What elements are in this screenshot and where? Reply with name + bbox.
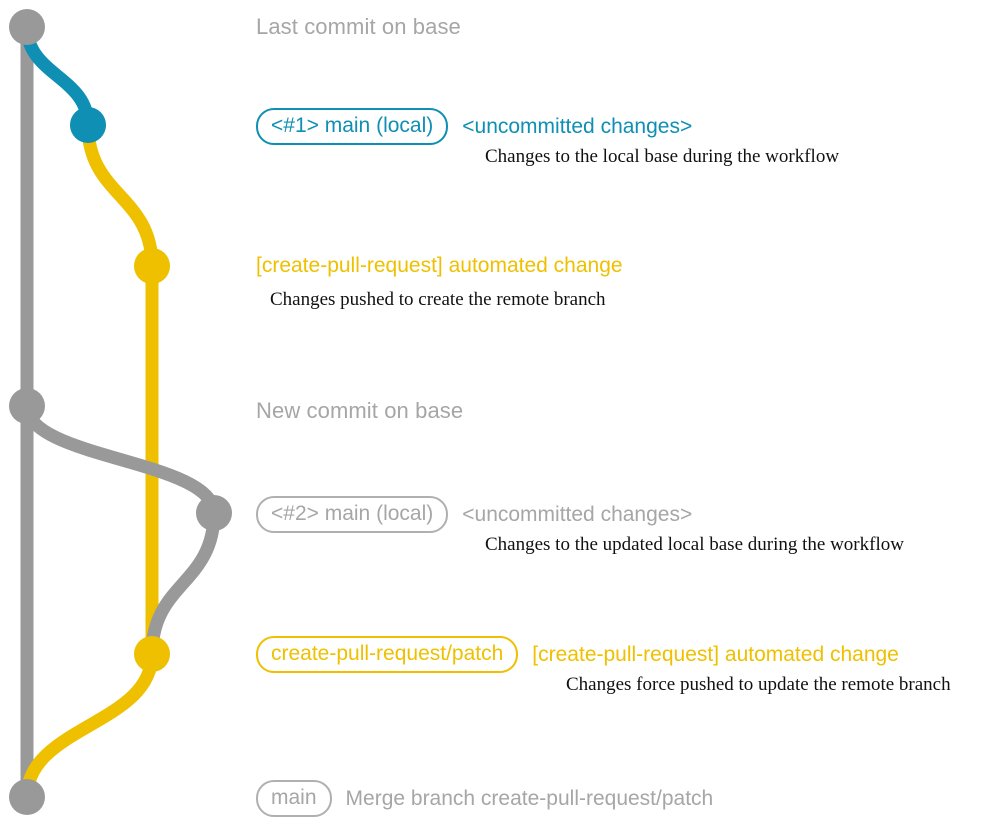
commit-note-local-uncommitted-2: Changes to the updated local base during… — [485, 534, 904, 555]
heading-text: Last commit on base — [256, 14, 461, 39]
heading-text: New commit on base — [256, 398, 464, 423]
commit-note-automated-change-create: Changes pushed to create the remote bran… — [270, 289, 606, 310]
commit-subject-automated-change-create: [create-pull-request] automated change — [256, 254, 623, 277]
ref-badge-automated-change-update[interactable]: create-pull-request/patch — [256, 636, 519, 673]
commit-subject-automated-change-update: [create-pull-request] automated change — [532, 642, 899, 666]
graph-edge-base-2-to-local-2 — [20, 399, 221, 520]
commit-note-local-uncommitted-1: Changes to the local base during the wor… — [485, 146, 840, 167]
ref-badge-local-uncommitted-1[interactable]: <#1> main (local) — [256, 108, 449, 145]
commit-heading-last-commit-on-base: Last commit on base — [256, 14, 461, 40]
commit-node-new-commit-on-base[interactable] — [9, 388, 45, 424]
commit-subject-local-uncommitted-1: <uncommitted changes> — [462, 114, 693, 138]
commit-row-merge-branch: main Merge branch create-pull-request/pat… — [256, 780, 713, 817]
commit-node-merge-branch[interactable] — [9, 779, 45, 815]
commit-node-local-uncommitted-2[interactable] — [196, 495, 232, 531]
commit-node-last-commit-on-base[interactable] — [9, 9, 45, 45]
commit-note-automated-change-update: Changes force pushed to update the remot… — [566, 674, 951, 695]
commit-subject-local-uncommitted-2: <uncommitted changes> — [462, 502, 693, 526]
commit-row-local-uncommitted-2: <#2> main (local) <uncommitted changes> — [256, 496, 692, 533]
commit-row-automated-change-update: create-pull-request/patch [create-pull-re… — [256, 636, 899, 673]
graph-edge-local-2-to-remote-2 — [145, 506, 221, 661]
graph-edge-local-1-to-remote-1 — [81, 118, 159, 273]
commit-row-local-uncommitted-1: <#1> main (local) <uncommitted changes> — [256, 108, 692, 145]
graph-edge-remote-2-to-merge — [20, 647, 159, 804]
ref-badge-merge-branch[interactable]: main — [256, 780, 332, 817]
commit-node-automated-change-create[interactable] — [134, 248, 170, 284]
commit-subject-merge-branch: Merge branch create-pull-request/patch — [345, 786, 714, 810]
commit-node-local-uncommitted-1[interactable] — [70, 107, 106, 143]
commit-node-automated-change-update[interactable] — [134, 636, 170, 672]
node-group — [9, 9, 232, 815]
ref-badge-local-uncommitted-2[interactable]: <#2> main (local) — [256, 496, 449, 533]
commit-heading-new-commit-on-base: New commit on base — [256, 398, 463, 424]
commit-row-automated-change-create: [create-pull-request] automated change — [256, 254, 623, 278]
